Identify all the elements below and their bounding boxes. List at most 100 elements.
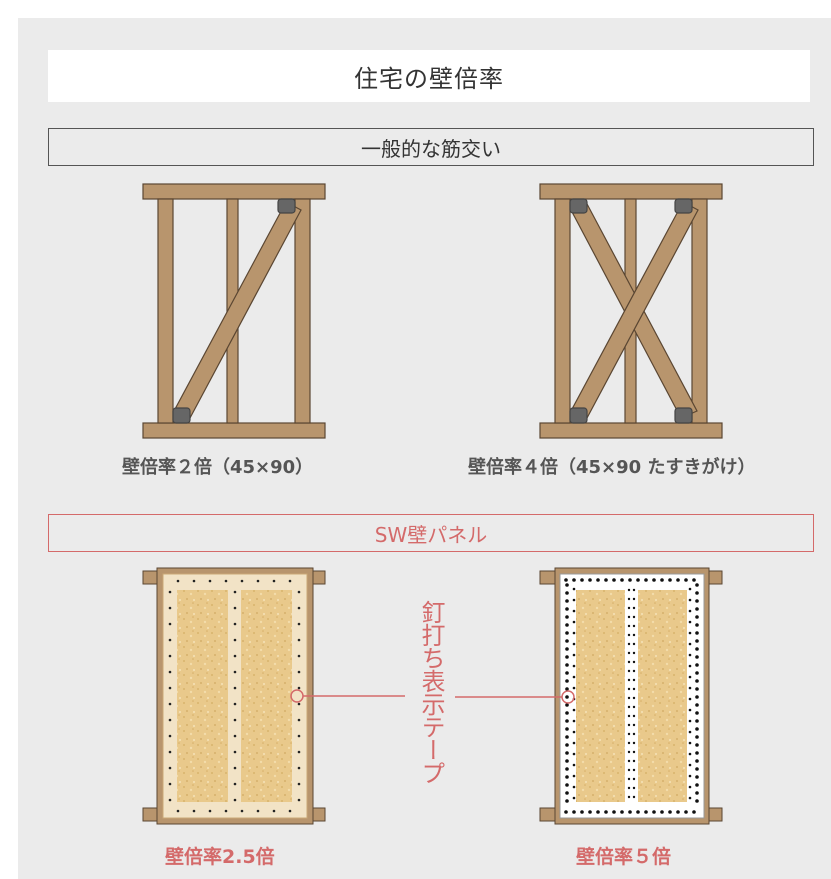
nail-dot bbox=[596, 810, 600, 814]
nail-dot bbox=[688, 686, 692, 690]
nail-dot bbox=[168, 766, 172, 770]
nail-dot bbox=[627, 723, 631, 727]
nail-dot bbox=[572, 785, 576, 789]
nail-dot bbox=[168, 638, 172, 642]
nail-dot bbox=[628, 810, 632, 814]
nail-dot bbox=[572, 810, 576, 814]
nail-dot bbox=[612, 810, 616, 814]
nail-dot bbox=[233, 686, 237, 690]
nail-dot bbox=[632, 714, 636, 718]
nail-dot bbox=[695, 623, 699, 627]
nail-dot bbox=[233, 670, 237, 674]
nail-dot bbox=[632, 750, 636, 754]
bracket-top-right bbox=[674, 198, 693, 214]
nail-dot bbox=[688, 631, 692, 635]
nail-dot bbox=[692, 578, 696, 582]
nail-dot bbox=[572, 741, 576, 745]
nail-dot bbox=[565, 607, 569, 611]
insulation-left bbox=[576, 590, 625, 802]
bracket-top-right bbox=[277, 198, 296, 214]
nail-dot bbox=[627, 741, 631, 745]
nail-dot bbox=[168, 670, 172, 674]
nail-dot bbox=[676, 810, 680, 814]
nail-dot bbox=[695, 663, 699, 667]
nail-dot bbox=[572, 664, 576, 668]
nail-dot bbox=[572, 675, 576, 679]
nail-dot bbox=[572, 609, 576, 613]
nail-dot bbox=[168, 686, 172, 690]
bracket-bottom-left bbox=[172, 407, 191, 424]
bracket-bottom-left bbox=[569, 407, 588, 424]
stud-right bbox=[294, 198, 311, 424]
nail-dot bbox=[288, 579, 292, 583]
nail-dot bbox=[695, 671, 699, 675]
nail-dot bbox=[688, 774, 692, 778]
nail-dot bbox=[233, 798, 237, 802]
nail-dot bbox=[688, 598, 692, 602]
nail-dot bbox=[632, 696, 636, 700]
nail-dot bbox=[627, 759, 631, 763]
nail-dot bbox=[233, 718, 237, 722]
nail-dot bbox=[565, 775, 569, 779]
nail-dot bbox=[688, 609, 692, 613]
nail-dot bbox=[565, 639, 569, 643]
nail-dot bbox=[688, 708, 692, 712]
nail-dot bbox=[632, 759, 636, 763]
nail-dot bbox=[565, 623, 569, 627]
nail-dot bbox=[688, 664, 692, 668]
nail-dot bbox=[688, 763, 692, 767]
nail-dot bbox=[168, 750, 172, 754]
nail-dot bbox=[565, 711, 569, 715]
nail-dots bbox=[168, 579, 301, 813]
nail-dot bbox=[660, 578, 664, 582]
nail-dot bbox=[632, 786, 636, 790]
nail-dot bbox=[565, 591, 569, 595]
nail-dot bbox=[168, 622, 172, 626]
nail-dot bbox=[233, 654, 237, 658]
nail-dot bbox=[695, 687, 699, 691]
nail-dot bbox=[572, 653, 576, 657]
nail-dot bbox=[168, 606, 172, 610]
nail-dot bbox=[572, 708, 576, 712]
nail-dot bbox=[565, 599, 569, 603]
nail-dot bbox=[627, 651, 631, 655]
nail-dot bbox=[233, 766, 237, 770]
nail-dot bbox=[168, 798, 172, 802]
nail-dot bbox=[644, 810, 648, 814]
nail-dot bbox=[632, 732, 636, 736]
nail-dot bbox=[620, 578, 624, 582]
top-plate bbox=[539, 183, 723, 200]
nail-dot bbox=[695, 719, 699, 723]
nail-dot bbox=[612, 578, 616, 582]
nail-dot bbox=[632, 588, 636, 592]
nail-dot bbox=[565, 767, 569, 771]
nail-dot bbox=[572, 763, 576, 767]
nail-dot bbox=[572, 642, 576, 646]
nail-dot bbox=[565, 759, 569, 763]
nail-dot bbox=[168, 734, 172, 738]
nail-dot bbox=[688, 719, 692, 723]
nail-dot bbox=[208, 579, 212, 583]
nail-dot bbox=[688, 620, 692, 624]
nail-dot bbox=[240, 809, 244, 813]
nail-dot bbox=[588, 578, 592, 582]
nail-dots bbox=[564, 578, 699, 814]
nail-dot bbox=[572, 620, 576, 624]
nail-dot bbox=[695, 599, 699, 603]
nail-dot bbox=[233, 590, 237, 594]
nail-dot bbox=[627, 624, 631, 628]
caption-cross-brace: 壁倍率４倍（45×90 たすきがけ） bbox=[468, 457, 756, 478]
nail-dot bbox=[233, 702, 237, 706]
nail-dot bbox=[660, 810, 664, 814]
panel-standard bbox=[142, 567, 326, 825]
nail-dot bbox=[272, 579, 276, 583]
nail-dot bbox=[565, 751, 569, 755]
caption-panel-standard: 壁倍率2.5倍 bbox=[165, 846, 275, 868]
nail-dot bbox=[695, 695, 699, 699]
nail-dot bbox=[695, 647, 699, 651]
nail-dot bbox=[688, 642, 692, 646]
nail-dot bbox=[695, 791, 699, 795]
nail-dot bbox=[695, 679, 699, 683]
nail-dot bbox=[688, 752, 692, 756]
nail-dot bbox=[297, 638, 301, 642]
